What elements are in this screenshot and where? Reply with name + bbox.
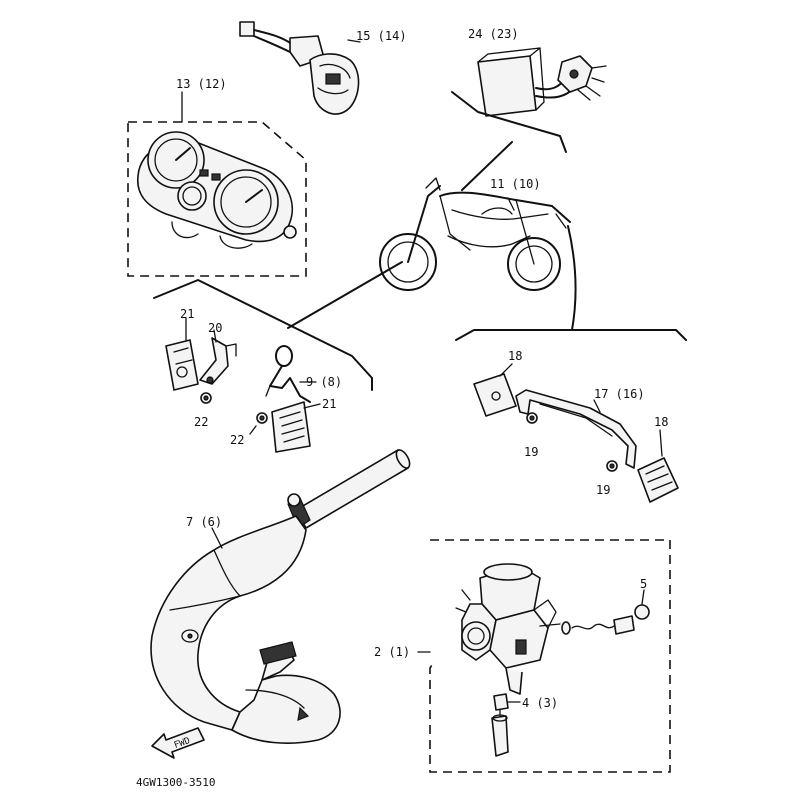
forward-arrow-icon (151, 727, 205, 759)
callout-24: 24 (23) (468, 27, 519, 41)
leader-22b (249, 425, 257, 435)
link-bike-ignitor (461, 141, 513, 191)
callout-22b: 22 (230, 433, 244, 447)
leader-21b (303, 403, 321, 409)
callout-5: 5 (640, 577, 647, 591)
rear-reflector-right-part (637, 457, 679, 503)
nut-19a-part (526, 412, 538, 424)
callout-15: 15 (14) (356, 29, 407, 43)
callout-4: 4 (3) (522, 696, 558, 710)
callout-19a: 19 (524, 445, 538, 459)
bracket-24 (451, 91, 567, 153)
front-reflector-left-part (165, 339, 199, 391)
exhaust-muffler-part (150, 449, 411, 744)
leader-11 (507, 197, 515, 211)
carburetor-frame (429, 539, 671, 773)
bracket-rear-reflectors (455, 329, 687, 341)
callout-7: 7 (6) (186, 515, 222, 529)
callout-13: 13 (12) (176, 77, 227, 91)
leader-17 (593, 399, 601, 413)
callout-17: 17 (16) (594, 387, 645, 401)
reflector-stay-part (265, 345, 311, 403)
drain-screw-part (491, 693, 509, 757)
leader-5 (641, 589, 645, 605)
drawing-code: 4GW1300-3510 (136, 776, 215, 789)
callout-18a: 18 (508, 349, 522, 363)
leader-15 (347, 39, 361, 43)
ignitor-unit-part (477, 47, 607, 117)
callout-11: 11 (10) (490, 177, 541, 191)
nut-left-part (200, 392, 212, 404)
leader-18a (499, 363, 513, 377)
nut-19b-part (606, 460, 618, 472)
callout-20: 20 (208, 321, 222, 335)
leader-7 (211, 527, 223, 549)
reflector-bracket-part (199, 337, 237, 385)
handlebar-switch-part (239, 21, 360, 115)
callout-18b: 18 (654, 415, 668, 429)
motorcycle-part (379, 177, 571, 291)
meter-assembly-part (137, 131, 297, 249)
rear-stay-part (515, 389, 637, 469)
front-reflector-right-part (271, 401, 311, 453)
callout-21a: 21 (180, 307, 194, 321)
callout-19b: 19 (596, 483, 610, 497)
bracket-front-reflectors (153, 279, 373, 391)
callout-21b: 21 (322, 397, 336, 411)
air-screw-part (561, 615, 635, 635)
carburetor-part (455, 563, 561, 695)
leader-18b (659, 429, 663, 457)
link-bike-reflectors-rear (567, 225, 577, 331)
callout-22a: 22 (194, 415, 208, 429)
plug-5-part (634, 604, 650, 620)
callout-9: 9 (8) (306, 375, 342, 389)
link-bike-reflectors-front (287, 261, 403, 329)
callout-2: 2 (1) (374, 645, 410, 659)
nut-right-part (256, 412, 268, 424)
rear-reflector-left-part (473, 373, 517, 417)
leader-20 (213, 329, 217, 343)
meter-frame (127, 121, 307, 277)
